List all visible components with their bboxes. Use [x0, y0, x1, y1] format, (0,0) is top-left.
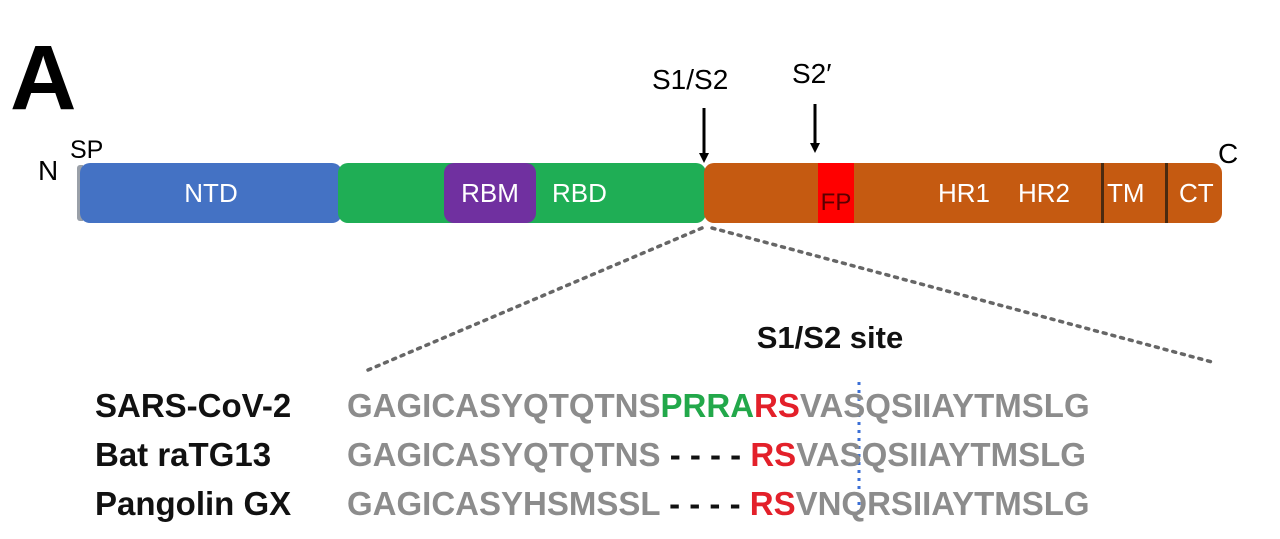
zoom-line-right — [710, 226, 1214, 364]
tm-divider — [1101, 163, 1104, 223]
alignment-title: S1/S2 site — [756, 320, 904, 355]
ntd-domain: NTD — [80, 163, 342, 223]
fp-region: FP — [818, 163, 854, 223]
sequence-name: SARS-CoV-2 — [95, 387, 292, 424]
ct-label: CT — [1179, 178, 1214, 208]
s2-region — [704, 163, 1222, 223]
sequence-name: Pangolin GX — [95, 485, 292, 522]
sequence-row: Bat raTG13 GAGICASYQTQTNS - - - - RSVASQ… — [95, 435, 1255, 475]
panel-letter: A — [10, 27, 77, 129]
sequence: GAGICASYQTQTNS - - - - RSVASQSIIAYTMSLG — [347, 436, 1086, 473]
hr1-label: HR1 — [938, 178, 991, 208]
signal-peptide-label: SP — [70, 136, 104, 164]
sequence-name: Bat raTG13 — [95, 436, 272, 473]
sequence-row: SARS-CoV-2 GAGICASYQTQTNSPRRARSVASQSIIAY… — [95, 386, 1255, 426]
c-terminus-label: C — [1218, 138, 1239, 169]
sequence: GAGICASYHSMSSL - - - - RSVNQRSIIAYTMSLG — [347, 485, 1090, 522]
ct-divider — [1165, 163, 1168, 223]
ntd-label: NTD — [184, 177, 238, 208]
sequence: GAGICASYQTQTNSPRRARSVASQSIIAYTMSLG — [347, 387, 1090, 424]
rbm-label: RBM — [461, 177, 519, 208]
zoom-line-left — [366, 226, 704, 372]
hr2-label: HR2 — [1018, 178, 1071, 208]
s2-prime-cleavage-label: S2′ — [792, 58, 832, 89]
s1-s2-cleavage-label: S1/S2 — [652, 64, 729, 95]
fp-label: FP — [820, 189, 852, 216]
rbd-label: RBD — [552, 178, 607, 208]
tm-label: TM — [1107, 178, 1145, 208]
sequence-row: Pangolin GX GAGICASYHSMSSL - - - - RSVNQ… — [95, 484, 1255, 524]
rbm-region: RBM — [444, 163, 536, 223]
n-terminus-label: N — [38, 155, 59, 186]
